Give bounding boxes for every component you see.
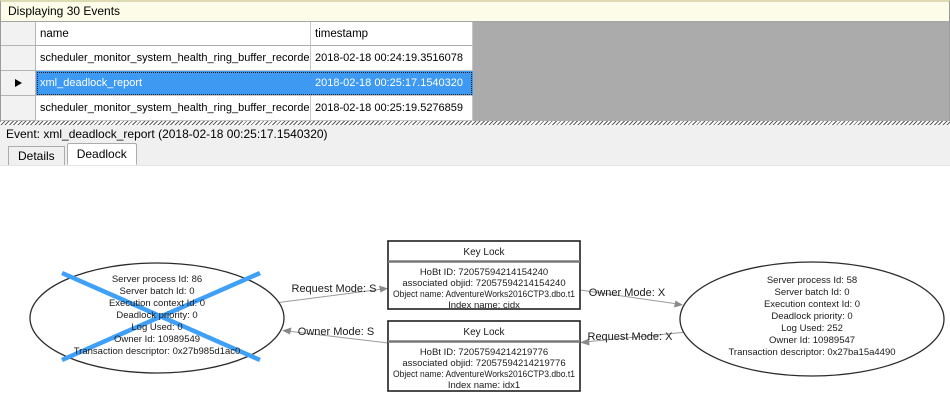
deadlock-graph: Request Mode: S Owner Mode: S Owner Mode…: [29, 240, 945, 392]
deadlock-graph-pane: Request Mode: S Owner Mode: S Owner Mode…: [0, 165, 950, 400]
cell-timestamp[interactable]: 2018-02-18 00:25:17.1540320: [311, 71, 473, 96]
svg-text:Log Used: 0: Log Used: 0: [131, 322, 182, 333]
svg-text:Owner Id: 10989549: Owner Id: 10989549: [114, 334, 200, 345]
svg-text:Deadlock priority: 0: Deadlock priority: 0: [116, 310, 197, 321]
svg-text:Index name: idx1: Index name: idx1: [448, 380, 520, 391]
svg-text:Execution context Id: 0: Execution context Id: 0: [764, 299, 860, 310]
victim-cross-icon: [61, 270, 261, 363]
edge-owner-x-label: Owner Mode: X: [589, 287, 666, 299]
row-selector-header[interactable]: [1, 22, 36, 46]
cell-name[interactable]: xml_deadlock_report: [36, 71, 311, 96]
resource-title: Key Lock: [463, 247, 505, 258]
cell-name[interactable]: scheduler_monitor_system_health_ring_buf…: [36, 46, 311, 71]
svg-text:associated objid: 720575942142: associated objid: 72057594214219776: [402, 358, 565, 369]
table-row-selected[interactable]: xml_deadlock_report 2018-02-18 00:25:17.…: [1, 71, 949, 96]
tab-details[interactable]: Details: [8, 146, 65, 165]
resource-title: Key Lock: [463, 327, 505, 338]
row-selector-cell[interactable]: [1, 96, 36, 121]
svg-text:HoBt ID: 72057594214219776: HoBt ID: 72057594214219776: [420, 347, 548, 358]
resource-node-top[interactable]: Key Lock HoBt ID: 72057594214154240 asso…: [387, 240, 581, 311]
cell-timestamp[interactable]: 2018-02-18 00:25:19.5276859: [311, 96, 473, 121]
edge-owner-s-label: Owner Mode: S: [298, 326, 374, 338]
resource-node-bottom[interactable]: Key Lock HoBt ID: 72057594214219776 asso…: [387, 320, 581, 392]
cell-timestamp[interactable]: 2018-02-18 00:24:19.3516078: [311, 46, 473, 71]
tab-deadlock[interactable]: Deadlock: [66, 143, 137, 165]
svg-text:Object name: AdventureWorks201: Object name: AdventureWorks2016CTP3.dbo.…: [393, 289, 575, 300]
events-count-bar: Displaying 30 Events: [0, 0, 950, 22]
events-count-label: Displaying 30 Events: [8, 4, 121, 18]
svg-text:Log Used: 252: Log Used: 252: [781, 323, 843, 334]
cell-name[interactable]: scheduler_monitor_system_health_ring_buf…: [36, 96, 311, 121]
svg-text:associated objid: 720575942141: associated objid: 72057594214154240: [402, 278, 565, 289]
table-row[interactable]: scheduler_monitor_system_health_ring_buf…: [1, 96, 949, 121]
winner-process-node[interactable]: Server process Id: 58 Server batch Id: 0…: [679, 261, 945, 377]
selected-row-arrow-icon: [14, 79, 22, 87]
event-summary-label: Event: xml_deadlock_report (2018-02-18 0…: [6, 127, 328, 141]
table-row[interactable]: scheduler_monitor_system_health_ring_buf…: [1, 46, 949, 71]
splitter-handle[interactable]: [0, 121, 950, 125]
tab-strip: Details Deadlock: [8, 143, 137, 165]
edge-request-s-arrow: [274, 285, 388, 304]
grid-header-row: name timestamp: [1, 22, 949, 46]
svg-text:Transaction descriptor: 0x27ba: Transaction descriptor: 0x27ba15a4490: [728, 347, 895, 358]
svg-text:Owner Id: 10989547: Owner Id: 10989547: [769, 335, 855, 346]
svg-text:Index name: cidx: Index name: cidx: [448, 300, 520, 311]
column-header-name[interactable]: name: [36, 22, 311, 46]
edge-request-s-label: Request Mode: S: [292, 283, 377, 295]
event-summary-bar: Event: xml_deadlock_report (2018-02-18 0…: [0, 125, 950, 143]
svg-text:Server batch Id: 0: Server batch Id: 0: [775, 287, 850, 298]
svg-text:Transaction descriptor: 0x27b9: Transaction descriptor: 0x27b985d1ac0: [74, 346, 241, 357]
edge-owner-x-arrow: [579, 289, 683, 308]
svg-text:Execution context Id: 0: Execution context Id: 0: [109, 298, 205, 309]
svg-text:Server process Id: 58: Server process Id: 58: [767, 275, 857, 286]
svg-text:Server process Id: 86: Server process Id: 86: [112, 274, 202, 285]
svg-text:Server batch Id: 0: Server batch Id: 0: [120, 286, 195, 297]
row-selector-cell[interactable]: [1, 71, 36, 96]
svg-text:Object name: AdventureWorks201: Object name: AdventureWorks2016CTP3.dbo.…: [393, 369, 575, 380]
edge-request-x-arrow: [580, 331, 688, 346]
svg-text:HoBt ID: 72057594214154240: HoBt ID: 72057594214154240: [420, 267, 548, 278]
edge-owner-s-arrow: [282, 327, 389, 344]
column-header-timestamp[interactable]: timestamp: [311, 22, 473, 46]
events-grid: name timestamp scheduler_monitor_system_…: [0, 22, 950, 121]
edge-request-x-label: Request Mode: X: [588, 331, 674, 343]
row-selector-cell[interactable]: [1, 46, 36, 71]
svg-text:Deadlock priority: 0: Deadlock priority: 0: [771, 311, 852, 322]
victim-process-node[interactable]: Server process Id: 86 Server batch Id: 0…: [29, 262, 285, 374]
